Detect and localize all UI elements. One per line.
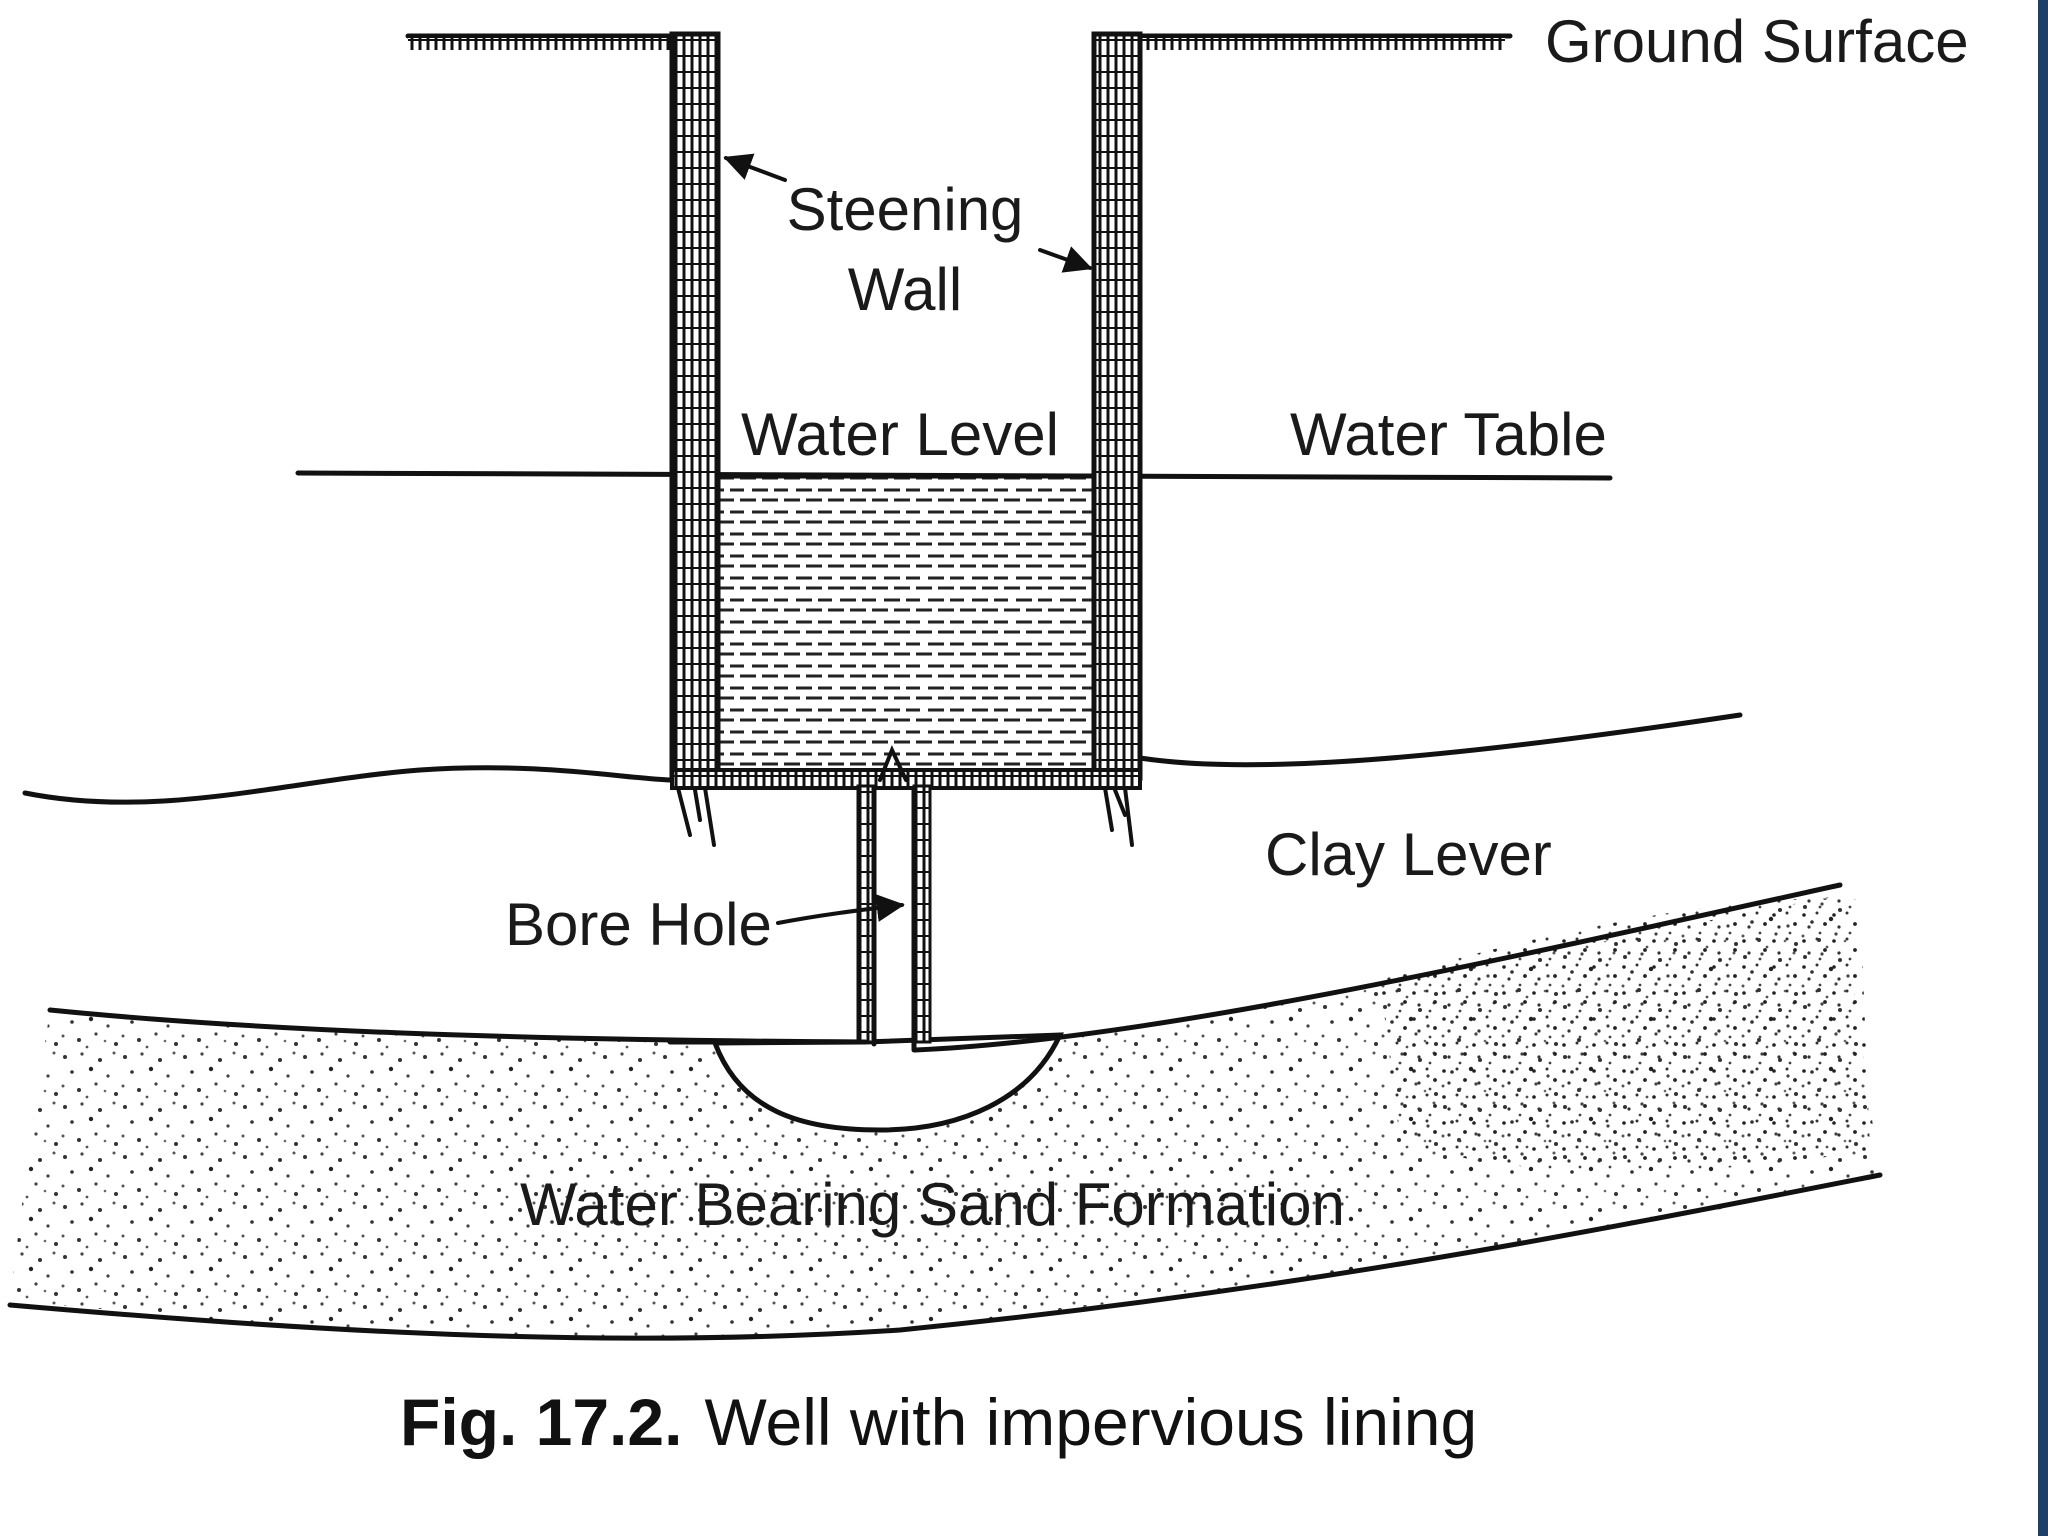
clay-layer-label: Clay Lever: [1265, 821, 1552, 888]
edge-strip: [2038, 0, 2048, 1536]
steening-label-line1: Steening: [787, 176, 1024, 243]
clay-top-boundary-left: [22, 765, 673, 805]
bore-hole-top: [878, 744, 908, 782]
wall-foot-left: [676, 786, 716, 847]
ground-surface-label: Ground Surface: [1545, 8, 1969, 75]
bore-hole-label: Bore Hole: [505, 891, 772, 958]
bore-hole-cavity: [711, 1032, 1064, 1133]
steening-arrow-left: [723, 153, 787, 182]
steening-arrow-right: [1038, 246, 1093, 273]
figure-title: Well with impervious lining: [704, 1385, 1477, 1459]
steening-label-line2: Wall: [848, 256, 962, 323]
ground-hatch-left: [408, 38, 680, 50]
sand-formation-label: Water Bearing Sand Formation: [520, 1171, 1345, 1238]
steening-wall-left: [669, 31, 721, 781]
water-table-label: Water Table: [1290, 401, 1607, 468]
clay-bottom-boundary-right: [912, 882, 1843, 1053]
steening-wall-right: [1091, 31, 1143, 781]
clay-top-boundary-right: [1137, 712, 1743, 768]
figure-number: Fig. 17.2.: [400, 1385, 682, 1459]
sand-bottom-boundary: [7, 1172, 1883, 1341]
wall-foot-right: [1103, 786, 1134, 847]
sand-dense-patch: [1380, 898, 1870, 1172]
ground-hatch-right: [1135, 38, 1505, 50]
figure-caption: Fig. 17.2. Well with impervious lining: [400, 1385, 1477, 1459]
bore-hole-arrow: [776, 894, 905, 925]
water-level-label: Water Level: [741, 401, 1059, 468]
well-water: [718, 478, 1094, 774]
